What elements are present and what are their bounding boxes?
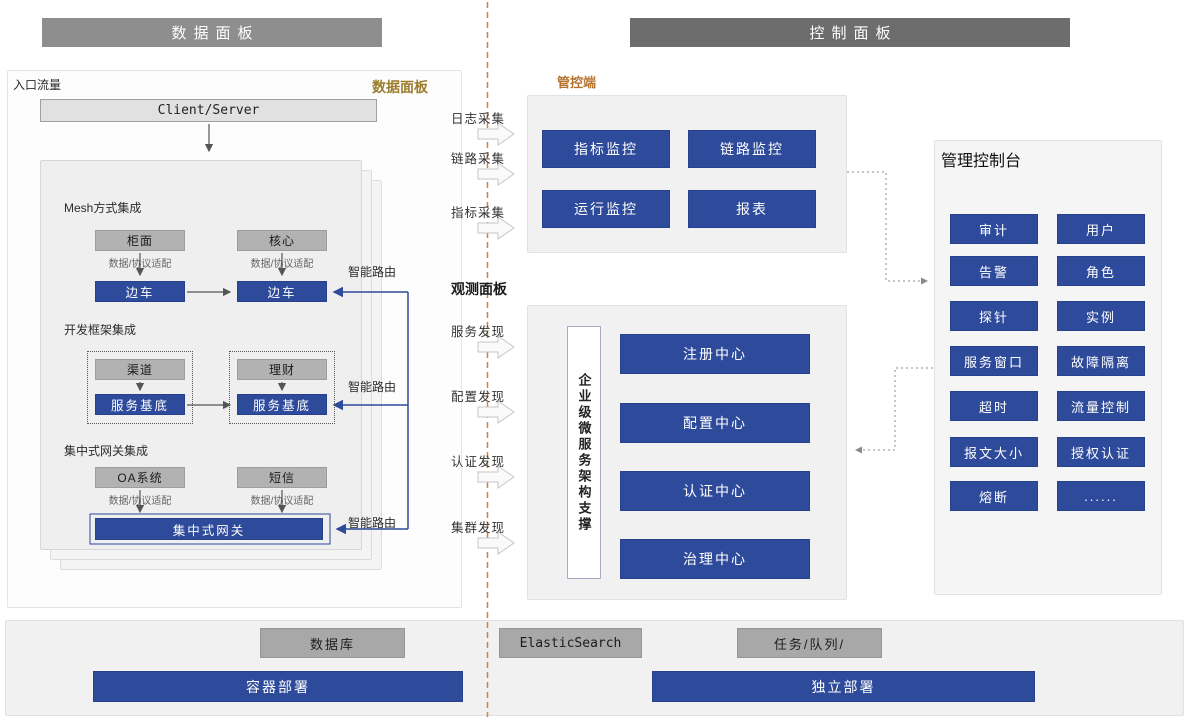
adapter-label-gateway-left: 数据/协议适配 <box>108 496 172 507</box>
adapter-label-mesh-right: 数据/协议适配 <box>250 259 314 270</box>
console-item-alert: 告警 <box>950 256 1038 286</box>
framework-group-left <box>87 351 193 424</box>
counter-box: 柜面 <box>95 230 185 251</box>
config-discovery-label: 配置发现 <box>451 390 506 404</box>
smart-route-label-3: 智能路由 <box>348 516 397 530</box>
log-collect-label: 日志采集 <box>451 112 506 126</box>
sms-box: 短信 <box>237 467 327 488</box>
smart-route-label-1: 智能路由 <box>348 265 397 279</box>
console-item-instance: 实例 <box>1057 301 1145 331</box>
config-center-box: 配置中心 <box>620 403 810 443</box>
service-discovery-label: 服务发现 <box>451 325 506 339</box>
central-gateway-box: 集中式网关 <box>95 518 323 540</box>
channel-box: 渠道 <box>95 359 185 380</box>
auth-center-box: 认证中心 <box>620 471 810 511</box>
console-item-timeout: 超时 <box>950 391 1038 421</box>
client-server-box: Client/Server <box>40 99 377 122</box>
service-base-box-right: 服务基底 <box>237 394 327 415</box>
sidecar-box-left: 边车 <box>95 281 185 302</box>
task-queue-box: 任务/队列/ <box>737 628 882 658</box>
adapter-label-gateway-right: 数据/协议适配 <box>250 496 314 507</box>
console-item-user: 用户 <box>1057 214 1145 244</box>
control-panel-header: 控制面板 <box>630 18 1070 47</box>
monitor-panel <box>527 95 847 253</box>
console-item-fault-isolation: 故障隔离 <box>1057 346 1145 376</box>
console-item-authorization: 授权认证 <box>1057 437 1145 467</box>
console-item-flow-control: 流量控制 <box>1057 391 1145 421</box>
console-item-service-window: 服务窗口 <box>950 346 1038 376</box>
mesh-section-title: Mesh方式集成 <box>64 201 142 215</box>
auth-discovery-label: 认证发现 <box>451 455 506 469</box>
data-panel-header: 数据面板 <box>42 18 382 47</box>
adapter-label-mesh-left: 数据/协议适配 <box>108 259 172 270</box>
runtime-monitor-box: 运行监控 <box>542 190 670 228</box>
wealth-box: 理财 <box>237 359 327 380</box>
console-item-circuit-breaker: 熔断 <box>950 481 1038 511</box>
smart-route-label-2: 智能路由 <box>348 380 397 394</box>
data-panel-tag: 数据面板 <box>372 79 428 95</box>
console-item-role: 角色 <box>1057 256 1145 286</box>
report-box: 报表 <box>688 190 816 228</box>
console-item-probe: 探针 <box>950 301 1038 331</box>
oa-system-box: OA系统 <box>95 467 185 488</box>
standalone-deploy-box: 独立部署 <box>652 671 1035 702</box>
control-tag: 管控端 <box>557 75 597 90</box>
trace-monitor-box: 链路监控 <box>688 130 816 168</box>
gateway-section-title: 集中式网关集成 <box>64 444 149 458</box>
monitor-console-link <box>847 171 928 285</box>
console-item-message-size: 报文大小 <box>950 437 1038 467</box>
core-box: 核心 <box>237 230 327 251</box>
console-item-more: ...... <box>1057 481 1145 511</box>
metric-collect-label: 指标采集 <box>451 206 506 220</box>
console-item-audit: 审计 <box>950 214 1038 244</box>
sidecar-box-right: 边车 <box>237 281 327 302</box>
framework-group-right <box>229 351 335 424</box>
console-microservice-link <box>855 367 933 454</box>
elasticsearch-box: ElasticSearch <box>499 628 642 658</box>
service-base-box-left: 服务基底 <box>95 394 185 415</box>
database-box: 数据库 <box>260 628 405 658</box>
console-title: 管理控制台 <box>941 153 1022 170</box>
registry-center-box: 注册中心 <box>620 334 810 374</box>
framework-section-title: 开发框架集成 <box>64 323 137 337</box>
data-panel-header-label: 数据面板 <box>171 25 260 42</box>
trace-collect-label: 链路采集 <box>451 152 506 166</box>
observe-panel-label: 观测面板 <box>451 281 507 297</box>
metric-monitor-box: 指标监控 <box>542 130 670 168</box>
entry-traffic-label: 入口流量 <box>13 78 62 92</box>
control-panel-header-label: 控制面板 <box>809 25 898 42</box>
governance-center-box: 治理中心 <box>620 539 810 579</box>
microservice-support-label: 企业级微服务架构支撑 <box>567 326 601 579</box>
cluster-discovery-label: 集群发现 <box>451 521 506 535</box>
container-deploy-box: 容器部署 <box>93 671 463 702</box>
control-links <box>847 171 933 454</box>
